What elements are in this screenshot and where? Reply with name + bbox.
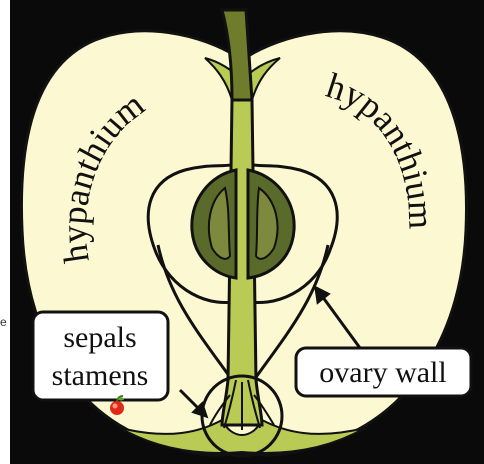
stamens-label: stamens bbox=[52, 359, 149, 392]
ovary-wall-label: ovary wall bbox=[319, 356, 446, 389]
left-margin bbox=[0, 0, 10, 464]
sepals-label: sepals bbox=[63, 321, 136, 354]
margin-mark: e bbox=[0, 315, 7, 329]
